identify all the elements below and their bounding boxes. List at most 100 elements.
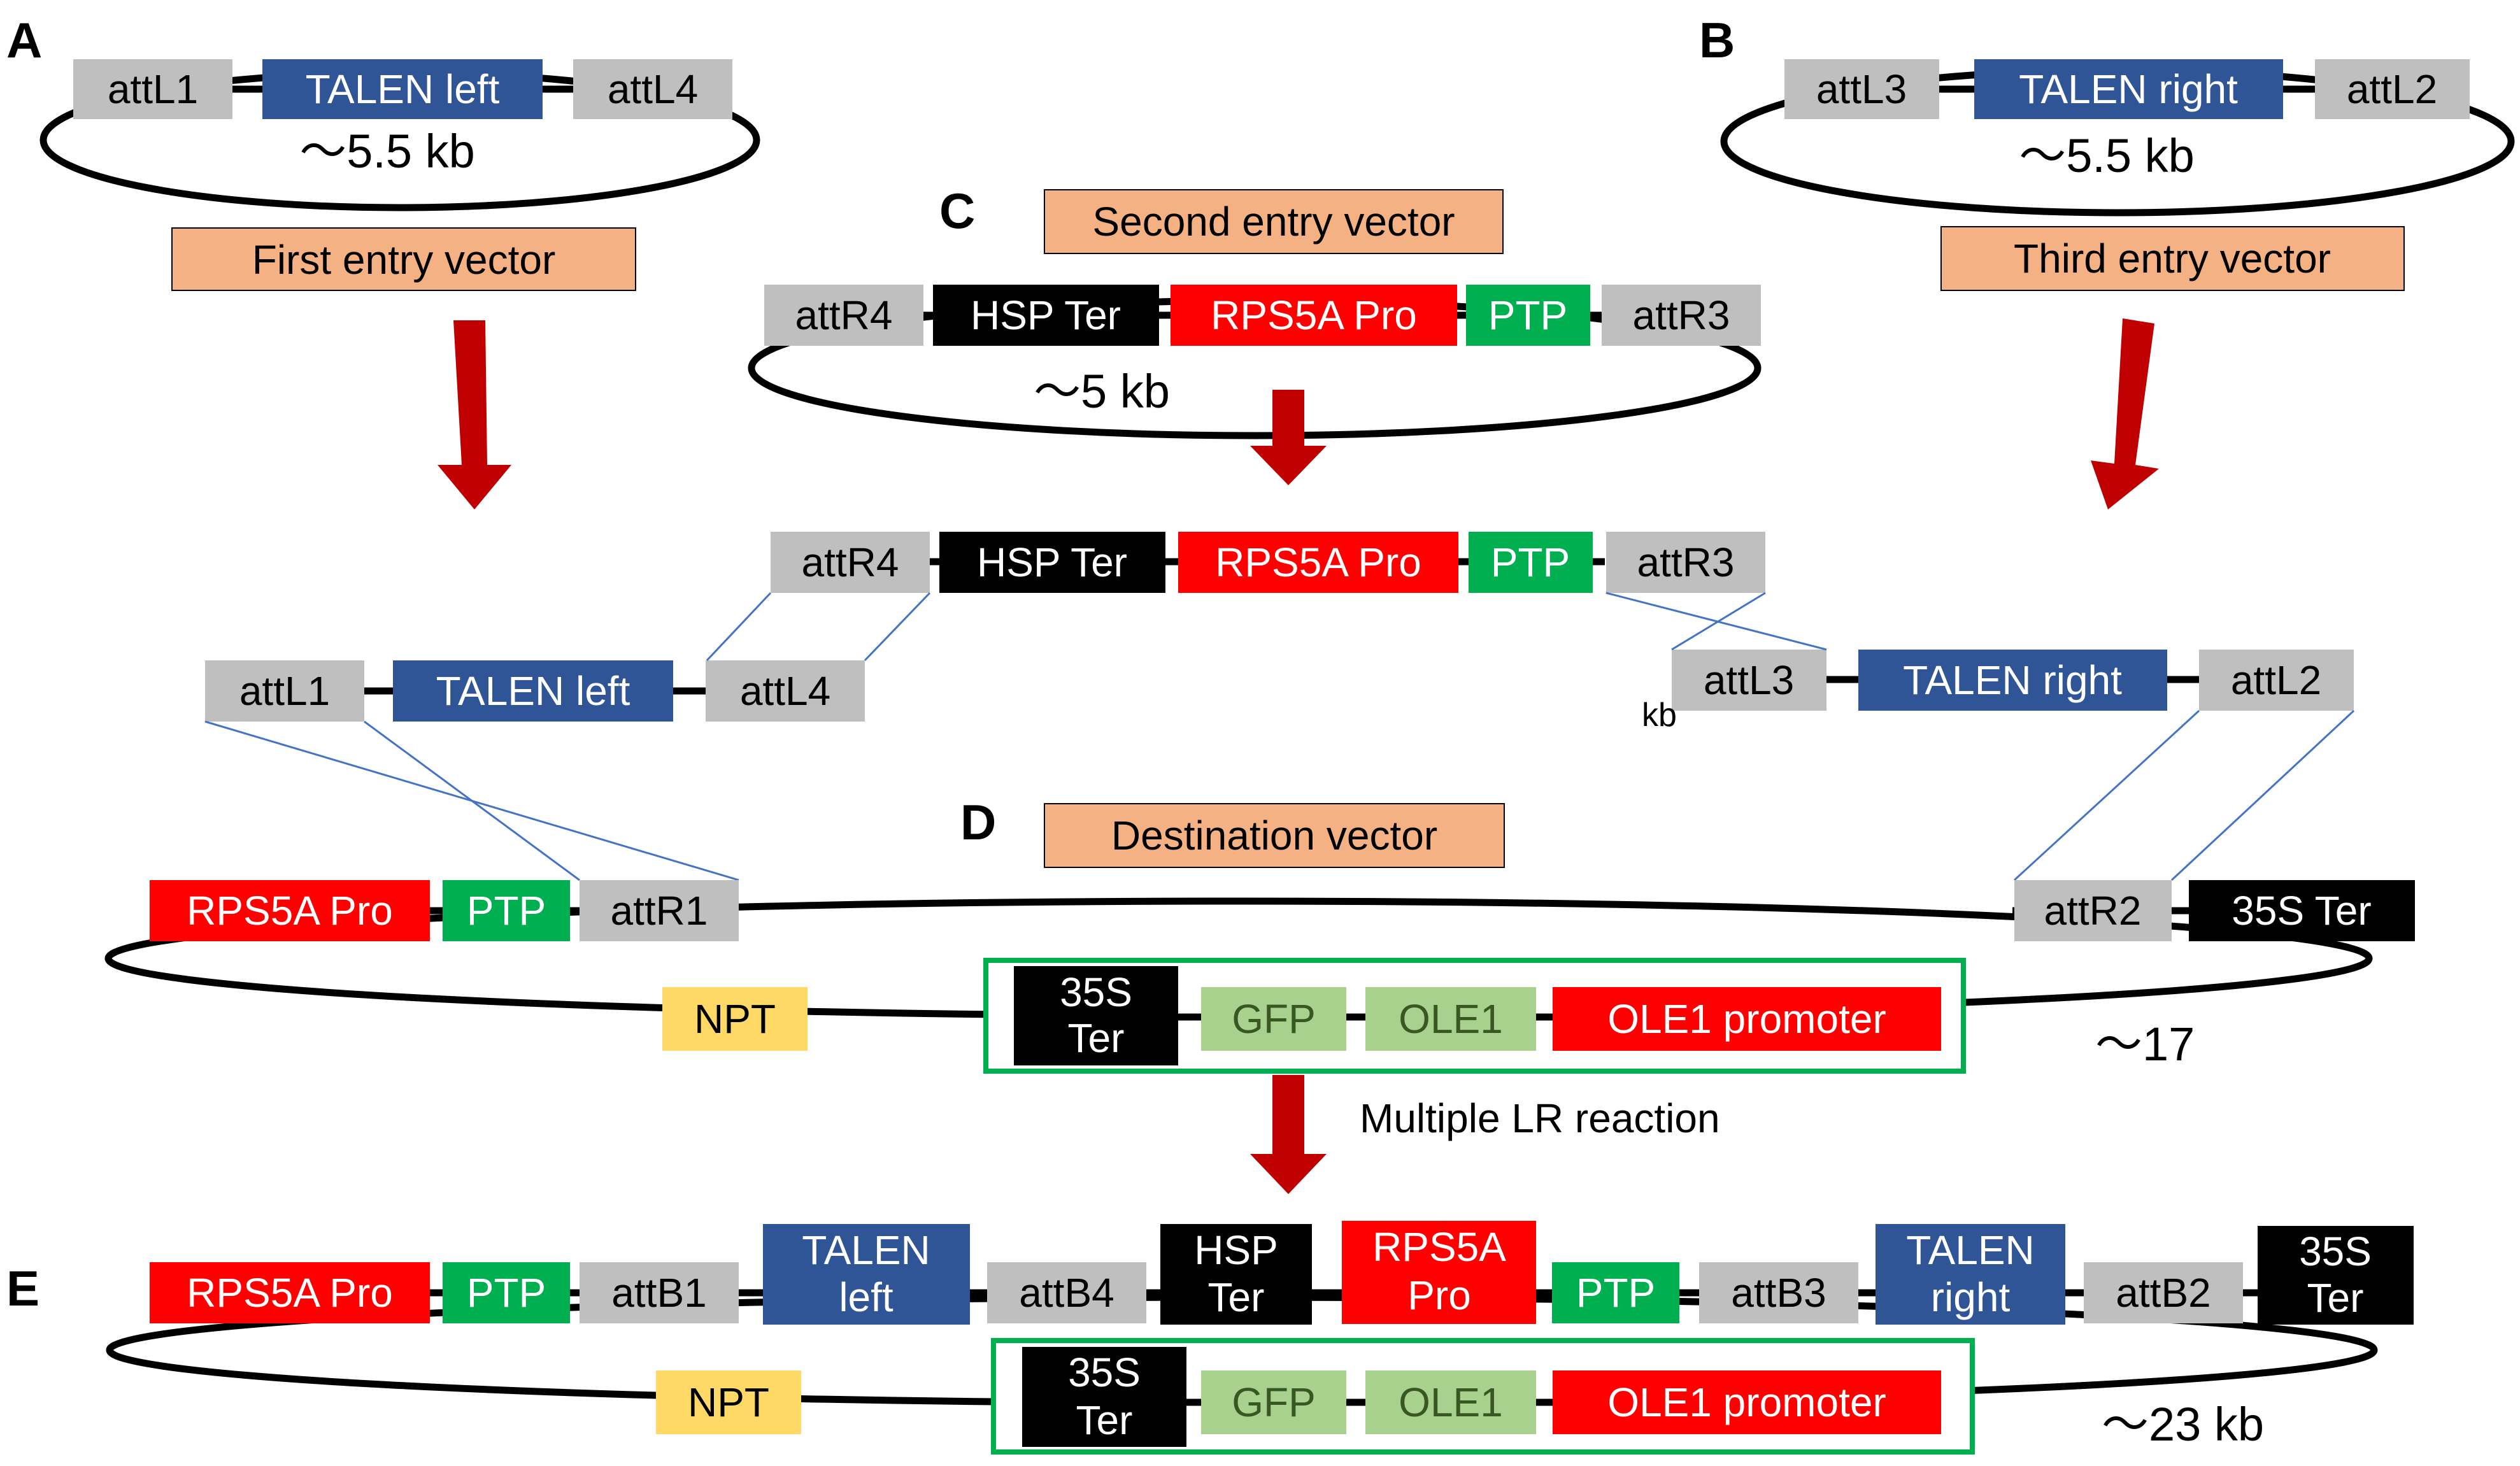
- panel-c: C Second entry vector attR4 HSP Ter RPS5…: [748, 183, 1762, 485]
- plasmid-size-b: ～5.5 kb: [2019, 129, 2195, 182]
- part-label: NPT: [694, 996, 776, 1042]
- part-rps5a-pro: [150, 1262, 430, 1323]
- part-label: TALEN left: [306, 66, 500, 112]
- plasmid-size-d: ～17: [2095, 1018, 2195, 1071]
- recombination-step: attR4 HSP Ter RPS5A Pro PTP attR3 attL1 …: [204, 532, 2355, 881]
- part-label: OLE1: [1399, 1379, 1503, 1425]
- part-label: PTP: [467, 1270, 546, 1316]
- part-label: left: [839, 1274, 893, 1320]
- part-label: attR4: [795, 292, 893, 338]
- part-ptp: [443, 1262, 570, 1323]
- part-hsp-ter: [1160, 1224, 1312, 1325]
- part-rps5a-pro: [1171, 285, 1457, 346]
- part-label: HSP: [1194, 1227, 1278, 1273]
- part-label: RPS5A Pro: [187, 888, 393, 934]
- part-attl2: [2315, 59, 2470, 119]
- part-ptp: [1466, 285, 1590, 346]
- part-ole1-promoter: [1553, 1370, 1941, 1434]
- part-label: attL2: [2347, 66, 2437, 112]
- part-talen-right: [1876, 1224, 2065, 1325]
- panel-e: E RPS5A Pro PTP attB1 TALEN left attB4 H…: [6, 1221, 2414, 1455]
- part-gfp: [1201, 987, 1346, 1051]
- part-attr3: [1606, 532, 1765, 593]
- part-talen-left: [262, 59, 543, 119]
- part-label: attB2: [2116, 1270, 2210, 1316]
- part-talen-right: [1858, 650, 2167, 711]
- part-label: attB3: [1731, 1270, 1826, 1316]
- vector-label: Third entry vector: [2014, 236, 2331, 281]
- part-label: attR2: [2044, 888, 2142, 934]
- part-attr2: [2014, 880, 2172, 941]
- part-label: 35S: [1068, 1349, 1141, 1395]
- part-label: attL2: [2231, 657, 2321, 703]
- part-label: 35S: [2299, 1228, 2372, 1274]
- part-rps5a-pro: [1342, 1221, 1536, 1324]
- part-label: attB1: [611, 1270, 706, 1316]
- stray-kb-label: kb: [1642, 697, 1677, 734]
- vector-label: Destination vector: [1111, 813, 1437, 858]
- reaction-arrow-d: [1250, 1075, 1327, 1194]
- part-label: Pro: [1407, 1272, 1471, 1318]
- plasmid-size-e: ～23 kb: [2102, 1398, 2264, 1451]
- reaction-label: Multiple LR reaction: [1360, 1095, 1720, 1141]
- part-attl3: [1672, 650, 1826, 711]
- part-attl2: [2199, 650, 2354, 711]
- part-ptp: [1469, 532, 1593, 593]
- panel-label-c: C: [939, 183, 975, 239]
- part-label: Ter: [1068, 1015, 1125, 1061]
- part-label: Ter: [2307, 1275, 2364, 1321]
- part-label: OLE1 promoter: [1607, 996, 1886, 1042]
- panel-label-b: B: [1699, 12, 1735, 68]
- part-35s-ter: [2189, 880, 2415, 941]
- part-attl1: [205, 660, 364, 722]
- part-ole1: [1365, 1370, 1536, 1434]
- part-label: attL4: [740, 668, 830, 714]
- part-ptp: [443, 880, 570, 941]
- part-label: attL3: [1704, 657, 1794, 703]
- part-label: TALEN right: [2019, 66, 2238, 112]
- part-label: RPS5A Pro: [187, 1270, 393, 1316]
- part-attr4: [764, 285, 923, 346]
- part-attl3: [1784, 59, 1939, 119]
- reaction-arrow-c: [1250, 390, 1327, 485]
- part-label: OLE1 promoter: [1607, 1379, 1886, 1425]
- vector-label-box-a: [171, 227, 636, 291]
- part-npt: [656, 1370, 801, 1434]
- vector-label-box-b: [1940, 226, 2405, 291]
- part-talen-left: [763, 1224, 970, 1325]
- part-talen-right: [1974, 59, 2283, 119]
- part-label: NPT: [688, 1379, 769, 1425]
- part-label: attL1: [239, 668, 330, 714]
- part-attl1: [73, 59, 232, 119]
- part-label: attR3: [1633, 292, 1730, 338]
- part-label: attB4: [1019, 1270, 1114, 1316]
- crossover-line: [364, 720, 580, 881]
- part-attr4: [771, 532, 930, 593]
- part-label: attL4: [608, 66, 698, 112]
- part-attb1: [580, 1262, 739, 1323]
- panel-b: B attL3 TALEN right attL2 ～5.5 kb Third …: [1699, 12, 2515, 509]
- vector-label-box-c: [1044, 189, 1504, 254]
- part-label: GFP: [1232, 1379, 1316, 1425]
- part-label: TALEN: [1906, 1227, 2035, 1273]
- part-label: RPS5A: [1372, 1224, 1506, 1270]
- part-label: 35S Ter: [2232, 888, 2371, 934]
- part-label: PTP: [1576, 1270, 1655, 1316]
- part-ptp: [1552, 1262, 1679, 1323]
- part-label: TALEN left: [436, 668, 630, 714]
- part-label: Ter: [1208, 1274, 1265, 1320]
- part-attl4: [706, 660, 865, 722]
- part-35s-ter: [2258, 1226, 2414, 1325]
- vector-label: Second entry vector: [1092, 199, 1455, 245]
- crossover-line: [2170, 709, 2355, 881]
- part-label: attR1: [611, 888, 708, 934]
- crossover-line: [1671, 592, 1766, 651]
- part-label: GFP: [1232, 996, 1316, 1042]
- part-attr1: [580, 880, 739, 941]
- part-gfp: [1201, 1370, 1346, 1434]
- part-ole1: [1365, 987, 1536, 1051]
- reaction-arrow-b: [2091, 318, 2159, 509]
- vector-label-box-d: [1044, 803, 1505, 868]
- part-label: attL3: [1816, 66, 1907, 112]
